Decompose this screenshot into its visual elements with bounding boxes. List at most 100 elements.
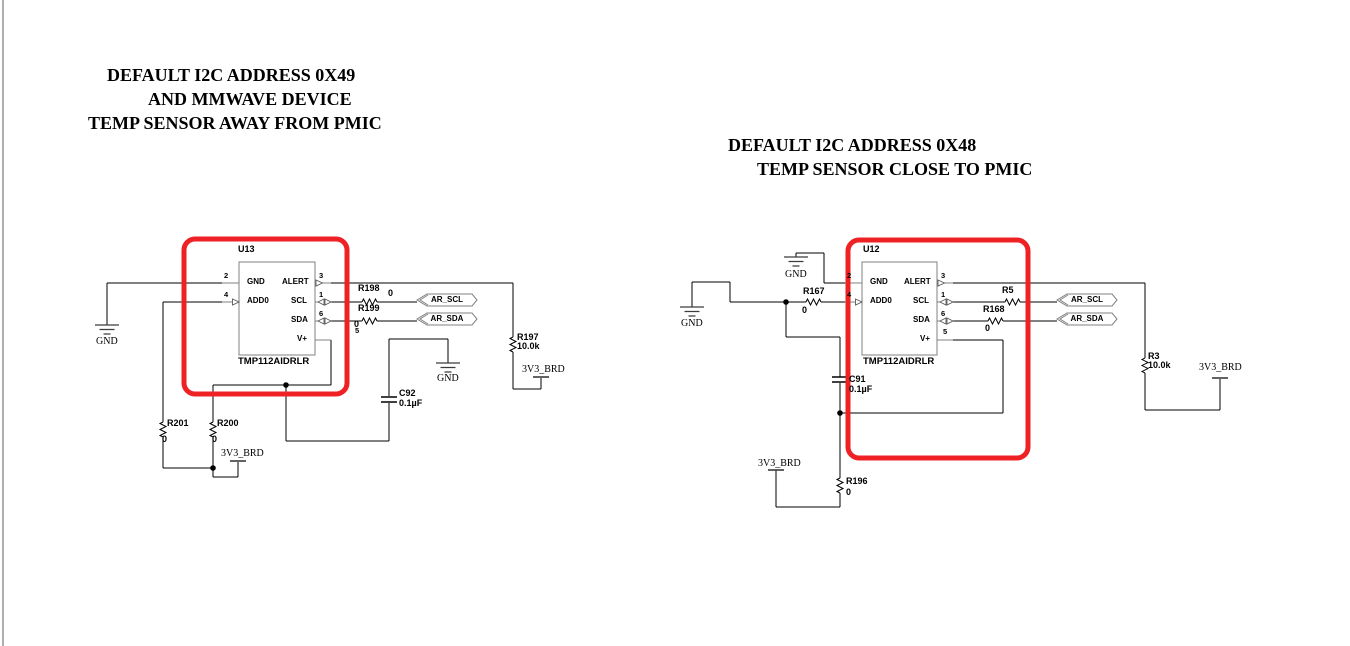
- ref-R5: R5: [1002, 285, 1014, 295]
- pin-num-6: 6: [319, 309, 324, 318]
- net-flag-ar-sda: [416, 312, 478, 326]
- left-title-line1: DEFAULT I2C ADDRESS 0X49: [107, 65, 356, 85]
- junction-dot: [783, 299, 789, 305]
- val-R197: 10.0k: [517, 341, 540, 351]
- wire-c91-branch: [785, 302, 841, 413]
- wire-gnd-add0: [691, 281, 845, 307]
- wire-vplus-net: [840, 339, 1004, 414]
- gnd-label: GND: [437, 373, 459, 384]
- chip-part-U13: TMP112AIDRLR: [238, 356, 310, 367]
- val-C92: 0.1µF: [399, 398, 423, 408]
- left-pin-arrows: [232, 279, 333, 325]
- ref-R168: R168: [983, 304, 1005, 314]
- chip-body-U13: [238, 261, 316, 356]
- wire-r200-3v3: [212, 385, 239, 478]
- net-flag-ar-scl: [1056, 293, 1118, 307]
- pin-num-4: 4: [847, 290, 852, 299]
- resistor-R196-symbol: [835, 477, 845, 494]
- gnd-symbol: [95, 324, 119, 335]
- right-net-connectors: [1056, 293, 1118, 326]
- pin-num-6: 6: [941, 309, 946, 318]
- wire-gnd-pin2: [795, 252, 845, 284]
- val-R200: 0: [212, 434, 218, 444]
- pwr-label-3v3: 3V3_BRD: [758, 458, 801, 469]
- page-edge-divider: [2, 0, 4, 646]
- highlight-box-left: [181, 236, 350, 397]
- pin-num-4: 4: [224, 290, 229, 299]
- left-ground-symbols: [95, 324, 549, 462]
- gnd-symbol: [784, 256, 808, 267]
- pin-num-5: 5: [355, 326, 360, 335]
- gnd-symbol: [436, 362, 460, 373]
- right-chip-outline: [845, 261, 953, 356]
- pin-num-3: 3: [319, 271, 324, 280]
- ref-R167: R167: [803, 286, 825, 296]
- right-title-line1: DEFAULT I2C ADDRESS 0X48: [728, 135, 977, 155]
- pin-name-alert: ALERT: [904, 277, 931, 286]
- val-R201: 0: [162, 434, 168, 444]
- chip-part-U12: TMP112AIDRLR: [863, 356, 935, 367]
- chip-ref-U13: U13: [238, 244, 255, 254]
- pin-name-alert: ALERT: [282, 277, 309, 286]
- junction-dot: [837, 410, 843, 416]
- val-R167: 0: [802, 305, 808, 315]
- val-R198: 0: [388, 288, 394, 298]
- pwr-label-3v3: 3V3_BRD: [1199, 362, 1242, 373]
- resistor-R167-symbol: [805, 297, 822, 307]
- pin-arrow-alert: [937, 279, 946, 287]
- pin-num-3: 3: [941, 271, 946, 280]
- capacitor-C92-symbol: [381, 396, 397, 403]
- pin-name-sda: SDA: [913, 315, 930, 324]
- resistor-R199-symbol: [361, 316, 378, 326]
- left-title-line3: TEMP SENSOR AWAY FROM PMIC: [88, 113, 382, 133]
- net-label-ar-sda: AR_SDA: [430, 314, 464, 323]
- val-R196: 0: [846, 487, 852, 497]
- pin-arrow-add0: [855, 298, 864, 306]
- pin-name-vplus: V+: [297, 334, 308, 343]
- pin-name-add0: ADD0: [870, 296, 892, 305]
- chip-ref-U12: U12: [863, 244, 880, 254]
- highlight-box-right: [845, 237, 1031, 461]
- ref-R200: R200: [217, 418, 239, 428]
- val-R199: 0: [354, 319, 360, 329]
- ref-R197: R197: [517, 332, 539, 342]
- pin-num-1: 1: [941, 290, 946, 299]
- net-label-ar-sda: AR_SDA: [1070, 314, 1104, 323]
- val-R168: 0: [985, 323, 991, 333]
- resistor-R201-symbol: [158, 421, 168, 438]
- left-circuit-components: [158, 297, 518, 471]
- capacitor-C91-symbol: [832, 376, 848, 383]
- ref-C91: C91: [849, 374, 866, 384]
- resistor-R5-symbol: [1004, 297, 1021, 307]
- ref-R196: R196: [846, 476, 868, 486]
- pin-name-gnd: GND: [870, 277, 888, 286]
- net-flag-ar-scl: [416, 293, 478, 307]
- pin-num-5: 5: [943, 327, 948, 336]
- wire-alert-pullup: [331, 282, 542, 390]
- left-title-line2: AND MMWAVE DEVICE: [148, 89, 352, 109]
- ref-C92: C92: [399, 388, 416, 398]
- pin-num-1: 1: [319, 290, 324, 299]
- net-label-ar-scl: AR_SCL: [430, 295, 463, 304]
- pin-name-add0: ADD0: [247, 296, 269, 305]
- chip-body-U12: [861, 261, 938, 356]
- left-net-connectors: [416, 293, 478, 326]
- wire-r196-3v3: [775, 413, 841, 508]
- pin-name-scl: SCL: [291, 296, 307, 305]
- right-circuit-wires: [691, 252, 1221, 508]
- gnd-label: GND: [96, 336, 118, 347]
- resistor-R197-symbol: [508, 336, 518, 353]
- pin-arrow-sda: [938, 317, 955, 325]
- val-C91: 0.1µF: [849, 384, 873, 394]
- gnd-label: GND: [681, 318, 703, 329]
- pin-name-scl: SCL: [913, 296, 929, 305]
- pin-arrow-sda: [316, 317, 333, 325]
- junction-dot: [210, 465, 216, 471]
- val-R3: 10.0k: [1148, 360, 1171, 370]
- pin-name-sda: SDA: [291, 315, 308, 324]
- pin-arrow-scl: [316, 298, 333, 306]
- left-chip-outline: [222, 261, 331, 356]
- resistor-R3-symbol: [1140, 357, 1150, 374]
- pin-arrow-scl: [938, 298, 955, 306]
